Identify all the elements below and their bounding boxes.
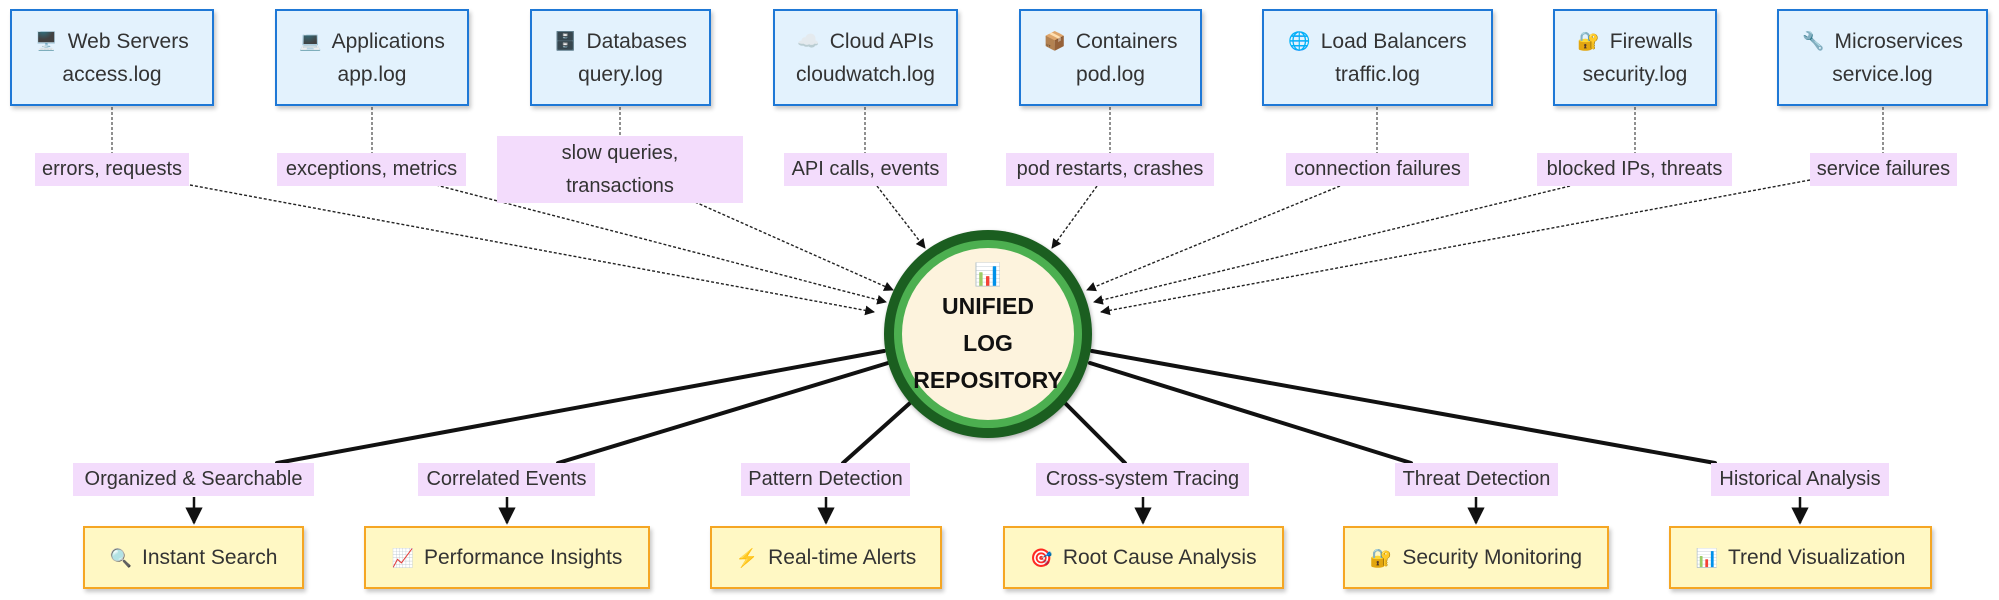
edge-hub-to-cross-system xyxy=(1063,401,1127,465)
output-performance-insights[interactable]: 📈 Performance Insights xyxy=(364,526,650,589)
lightning-icon: ⚡ xyxy=(735,547,759,568)
output-title: Real-time Alerts xyxy=(768,546,917,569)
globe-icon: 🌐 xyxy=(1288,31,1311,51)
hub-inner-ring: 📊 UNIFIED LOG REPOSITORY xyxy=(894,240,1082,428)
file-cabinet-icon: 🗄️ xyxy=(554,31,577,51)
target-icon: 🎯 xyxy=(1030,547,1053,568)
lock-icon: 🔐 xyxy=(1577,31,1600,51)
edge-microservices-to-hub xyxy=(1100,179,1811,316)
desktop-computer-icon: 🖥️ xyxy=(35,31,58,51)
edge-databases-to-hub xyxy=(694,201,894,291)
lock-icon: 🔐 xyxy=(1369,547,1393,568)
bar-chart-icon: 📊 xyxy=(974,261,1002,287)
source-file: cloudwatch.log xyxy=(796,62,935,86)
unified-log-repository-hub[interactable]: 📊 UNIFIED LOG REPOSITORY xyxy=(884,230,1092,438)
edge-label-containers: pod restarts, crashes xyxy=(1006,153,1214,186)
output-real-time-alerts[interactable]: ⚡ Real-time Alerts xyxy=(710,526,942,589)
magnifier-icon: 🔍 xyxy=(109,547,132,568)
output-title: Root Cause Analysis xyxy=(1062,546,1257,569)
output-title: Instant Search xyxy=(142,546,278,569)
edge-label-line: transactions xyxy=(566,174,674,197)
edge-label-cloud-apis: API calls, events xyxy=(784,153,947,186)
source-title: Microservices xyxy=(1834,29,1963,53)
source-title: Cloud APIs xyxy=(829,29,934,53)
edge-label-applications: exceptions, metrics xyxy=(277,153,466,186)
output-instant-search[interactable]: 🔍 Instant Search xyxy=(83,526,304,589)
source-databases[interactable]: 🗄️ Databases query.log xyxy=(530,9,711,106)
edge-web-servers-to-hub xyxy=(189,184,875,316)
edge-hub-to-pattern xyxy=(841,401,912,465)
edge-label-pattern-detection: Pattern Detection xyxy=(741,463,910,496)
edge-label-organized-searchable: Organized & Searchable xyxy=(73,463,314,496)
wrench-icon: 🔧 xyxy=(1802,31,1825,51)
source-file: app.log xyxy=(337,62,407,86)
chart-increasing-icon: 📈 xyxy=(391,547,414,568)
source-title: Applications xyxy=(331,29,445,53)
source-web-servers[interactable]: 🖥️ Web Servers access.log xyxy=(10,9,214,106)
hub-title-line-2: LOG xyxy=(963,329,1013,356)
edge-load-balancers-to-hub xyxy=(1086,185,1341,292)
source-title: Firewalls xyxy=(1609,29,1693,53)
output-root-cause-analysis[interactable]: 🎯 Root Cause Analysis xyxy=(1003,526,1284,589)
edge-hub-to-correlated xyxy=(556,361,890,465)
package-icon: 📦 xyxy=(1043,31,1066,51)
source-title: Load Balancers xyxy=(1320,29,1467,53)
source-file: query.log xyxy=(578,62,663,86)
edge-containers-to-hub xyxy=(1051,185,1098,249)
hub-title-line-3: REPOSITORY xyxy=(913,366,1063,393)
hub-title-line-1: UNIFIED xyxy=(942,292,1034,319)
source-file: security.log xyxy=(1582,62,1688,86)
output-trend-visualization[interactable]: 📊 Trend Visualization xyxy=(1669,526,1932,589)
source-title: Containers xyxy=(1075,29,1178,53)
output-title: Security Monitoring xyxy=(1402,546,1583,569)
edge-label-load-balancers: connection failures xyxy=(1286,153,1469,186)
bar-chart-icon: 📊 xyxy=(1695,547,1718,568)
cloud-icon: ☁️ xyxy=(797,31,820,51)
edge-label-cross-system-tracing: Cross-system Tracing xyxy=(1036,463,1249,496)
source-containers[interactable]: 📦 Containers pod.log xyxy=(1019,9,1202,106)
edge-label-line: slow queries, xyxy=(561,141,679,164)
hub-core: 📊 UNIFIED LOG REPOSITORY xyxy=(902,248,1074,420)
source-title: Databases xyxy=(586,29,687,53)
source-file: service.log xyxy=(1832,62,1933,86)
edge-hub-to-historical xyxy=(1090,349,1717,465)
source-applications[interactable]: 💻 Applications app.log xyxy=(275,9,469,106)
output-title: Performance Insights xyxy=(423,546,623,569)
edge-label-web-servers: errors, requests xyxy=(35,153,189,186)
edge-firewalls-to-hub xyxy=(1093,185,1571,305)
edge-cloud-apis-to-hub xyxy=(876,185,926,249)
edge-label-correlated-events: Correlated Events xyxy=(418,463,595,496)
edge-hub-to-organized xyxy=(275,349,886,465)
source-microservices[interactable]: 🔧 Microservices service.log xyxy=(1777,9,1988,106)
edge-label-threat-detection: Threat Detection xyxy=(1395,463,1558,496)
edge-label-historical-analysis: Historical Analysis xyxy=(1711,463,1889,496)
laptop-icon: 💻 xyxy=(299,31,322,51)
edge-hub-to-threat xyxy=(1088,361,1413,465)
edge-label-microservices: service failures xyxy=(1810,153,1957,186)
edge-applications-to-hub xyxy=(435,184,887,305)
source-cloud-apis[interactable]: ☁️ Cloud APIs cloudwatch.log xyxy=(773,9,958,106)
source-firewalls[interactable]: 🔐 Firewalls security.log xyxy=(1553,9,1717,106)
source-title: Web Servers xyxy=(67,29,189,53)
source-file: traffic.log xyxy=(1335,62,1420,86)
source-file: pod.log xyxy=(1076,62,1145,86)
output-title: Trend Visualization xyxy=(1727,546,1906,569)
source-file: access.log xyxy=(62,62,162,86)
edge-label-databases: slow queries, transactions xyxy=(497,136,743,203)
edge-label-firewalls: blocked IPs, threats xyxy=(1537,153,1732,186)
output-security-monitoring[interactable]: 🔐 Security Monitoring xyxy=(1343,526,1609,589)
source-load-balancers[interactable]: 🌐 Load Balancers traffic.log xyxy=(1262,9,1493,106)
